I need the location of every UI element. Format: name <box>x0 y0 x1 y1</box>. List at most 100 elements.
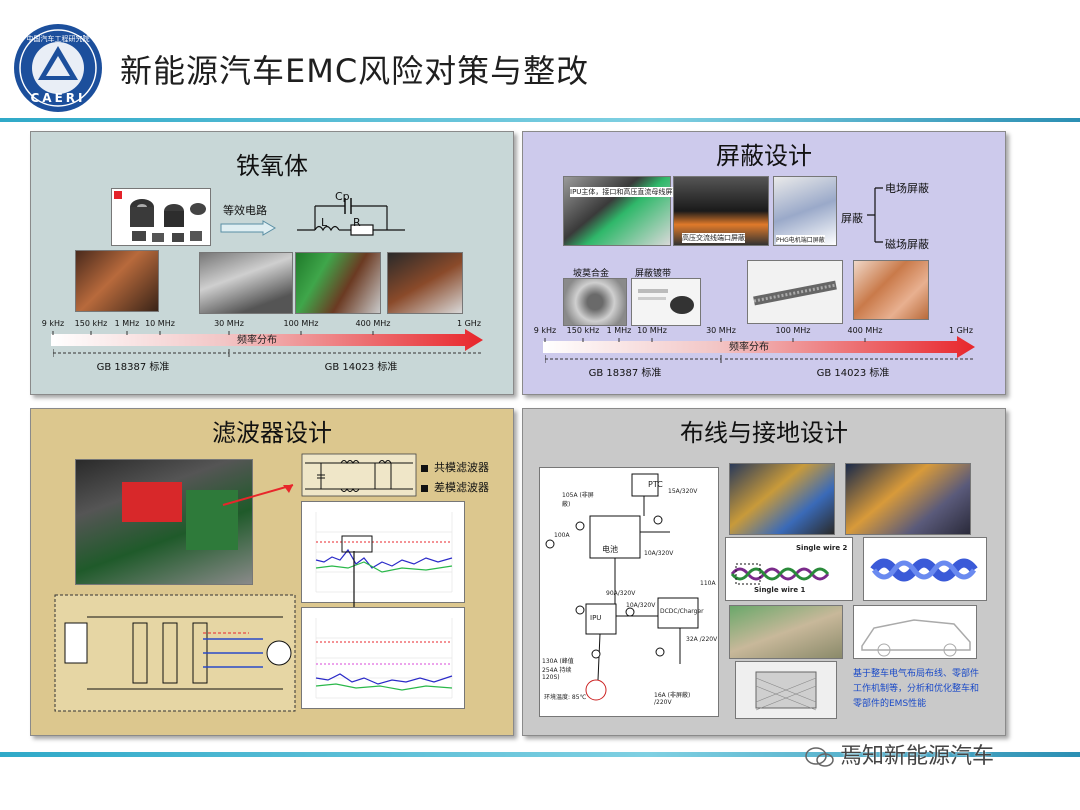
standard-gb14023: GB 14023 标准 <box>324 362 398 373</box>
shield-tree-electric: 电场屏蔽 <box>885 182 929 195</box>
hv-wiring-diagram: PTC 电池 IPU DCDC/Charger 105A (非屏蔽) 100A … <box>539 467 719 717</box>
wiring-label-130a: 130A (峰值254A 持续120S) <box>542 658 574 681</box>
filter-panel: 滤波器设计 共模滤波器 差模滤波器 <box>30 408 514 736</box>
shield-freq-tick-400mhz: 400 MHz <box>847 326 883 335</box>
circuit-label-r: R <box>353 216 361 229</box>
ipu-shield-caption: IPU主体，接口和高压直流母线屏蔽 <box>570 187 680 197</box>
shield-freq-tick-30mhz: 30 MHz <box>706 326 736 335</box>
freq-tick-30mhz: 30 MHz <box>214 319 244 328</box>
filter-red-component <box>122 482 182 522</box>
watermark-text: 焉知新能源汽车 <box>840 744 995 769</box>
ferrite-panel: 铁氧体 等效电路 Cp L R 9 k <box>30 131 514 395</box>
standard-gb18387: GB 18387 标准 <box>96 362 170 373</box>
ems-analysis-note: 基于整车电气布局布线、零部件工作机制等，分析和优化整车和零部件的EMS性能 <box>853 669 980 709</box>
freq-tick-100mhz: 100 MHz <box>283 319 319 328</box>
frequency-band-arrow <box>51 329 483 351</box>
header-divider <box>0 118 1080 122</box>
page-title: 新能源汽车EMC风险对策与整改 <box>120 52 590 90</box>
filter-pcb <box>186 490 238 550</box>
inverter-circuit-diagram <box>54 594 296 712</box>
footer-divider <box>0 752 1080 757</box>
shield-freq-tick-150khz: 150 kHz <box>566 326 600 335</box>
shield-tape-caption: 屏蔽镀带 <box>635 269 672 279</box>
wiring-label-temp: 环境温度: 85℃ <box>544 694 587 701</box>
equivalent-circuit-arrow <box>220 220 276 236</box>
vehicle-harness-3d-1 <box>729 463 835 535</box>
shield-freq-tick-9khz: 9 kHz <box>533 326 557 335</box>
wiring-label-90a: 90A/320V <box>606 590 636 597</box>
frequency-band-label: 频率分布 <box>237 335 277 346</box>
twist-label-wire2: Single wire 2 <box>796 544 848 552</box>
wiring-panel: 布线与接地设计 PTC 电池 IPU DCDC/Charger 105A (非屏… <box>522 408 1006 736</box>
freq-tick-10mhz: 10 MHz <box>145 319 175 328</box>
shield-tree-root: 屏蔽 <box>841 212 863 225</box>
freq-tick-400mhz: 400 MHz <box>355 319 391 328</box>
shield-freq-tick-1mhz: 1 MHz <box>606 326 632 335</box>
grounding-mesh-diagram <box>735 661 837 719</box>
copper-shield-photo <box>853 260 929 320</box>
wiring-label-100a: 100A <box>554 532 570 539</box>
filter-panel-title: 滤波器设计 <box>212 419 332 447</box>
equivalent-circuit-label: 等效电路 <box>223 204 267 217</box>
wiring-label-10a-b: 10A/320V <box>626 602 656 609</box>
wiring-label-110a: 110A <box>700 580 716 587</box>
permalloy-photo <box>563 278 627 326</box>
wiring-ipu-label: IPU <box>590 614 602 622</box>
twist-label-wire1: Single wire 1 <box>754 586 806 594</box>
filter-board-photo <box>75 459 253 585</box>
legend-differential-mode-filter: 差模滤波器 <box>421 479 489 495</box>
wechat-icon <box>805 747 834 767</box>
spectrum-plot-before <box>301 501 465 603</box>
wiring-label-15a: 15A/320V <box>668 488 698 495</box>
vehicle-interior-3d <box>729 605 843 659</box>
wiring-label-16a: 16A (非屏蔽) /220V <box>654 692 691 706</box>
shield-tree-bracket <box>867 187 883 243</box>
wiring-label-32a: 32A /220V <box>686 636 718 643</box>
braided-shield-photo <box>747 260 843 324</box>
ferrite-installation-photo-4 <box>387 252 463 314</box>
standard-range-lines <box>53 349 481 357</box>
shield-panel: 屏蔽设计 IPU主体，接口和高压直流母线屏蔽 高压交流线端口屏蔽 PHG电机端口… <box>522 131 1006 395</box>
freq-tick-1mhz: 1 MHz <box>114 319 140 328</box>
spectrum-plot-after <box>301 607 465 709</box>
shield-frequency-band-arrow <box>543 336 975 358</box>
shield-tape-photo <box>631 278 701 326</box>
lr-circuit-diagram <box>297 198 405 236</box>
wiring-panel-title: 布线与接地设计 <box>680 419 848 447</box>
shield-freq-tick-1ghz: 1 GHz <box>948 326 974 335</box>
shield-standard-range-lines <box>545 355 973 363</box>
ac-cable-caption: 高压交流线端口屏蔽 <box>682 233 745 243</box>
wiring-battery-label: 电池 <box>602 545 618 554</box>
pointer-arrow <box>222 484 294 506</box>
wiring-label-10a-a: 10A/320V <box>644 550 674 557</box>
shield-freq-tick-10mhz: 10 MHz <box>637 326 667 335</box>
shield-frequency-band-label: 频率分布 <box>729 342 769 353</box>
circuit-label-l: L <box>321 216 328 229</box>
ferrite-installation-photo-1 <box>75 250 159 312</box>
shield-standard-gb18387: GB 18387 标准 <box>588 368 662 379</box>
wiring-dcdc-label: DCDC/Charger <box>660 608 704 615</box>
freq-tick-1ghz: 1 GHz <box>456 319 482 328</box>
permalloy-caption: 坡莫合金 <box>573 269 610 279</box>
vehicle-harness-3d-2 <box>845 463 971 535</box>
motor-port-caption: PHG电机端口屏蔽 <box>776 235 825 244</box>
ferrite-core-photo <box>111 188 211 246</box>
twisted-cable-photo <box>863 537 987 601</box>
freq-tick-150khz: 150 kHz <box>74 319 108 328</box>
circuit-label-cp: Cp <box>335 190 350 203</box>
shield-tree-magnetic: 磁场屏蔽 <box>885 238 929 251</box>
ferrite-panel-title: 铁氧体 <box>236 152 308 180</box>
freq-tick-9khz: 9 kHz <box>41 319 65 328</box>
ipu-shield-photo: IPU主体，接口和高压直流母线屏蔽 <box>563 176 680 246</box>
shield-panel-title: 屏蔽设计 <box>716 142 812 170</box>
twisted-pair-diagram: Single wire 2 Single wire 1 <box>725 537 853 601</box>
shield-freq-tick-100mhz: 100 MHz <box>775 326 811 335</box>
ferrite-installation-photo-2 <box>199 252 293 314</box>
wiring-ptc-label: PTC <box>648 480 663 489</box>
vehicle-outline-3d <box>853 605 977 659</box>
svg-text:CAERI: CAERI <box>31 91 86 105</box>
legend-common-mode-filter: 共模滤波器 <box>421 459 489 475</box>
wiring-label-105a: 105A (非屏蔽) <box>562 492 594 508</box>
filter-circuit-diagram <box>301 453 417 497</box>
shield-standard-gb14023: GB 14023 标准 <box>816 368 890 379</box>
